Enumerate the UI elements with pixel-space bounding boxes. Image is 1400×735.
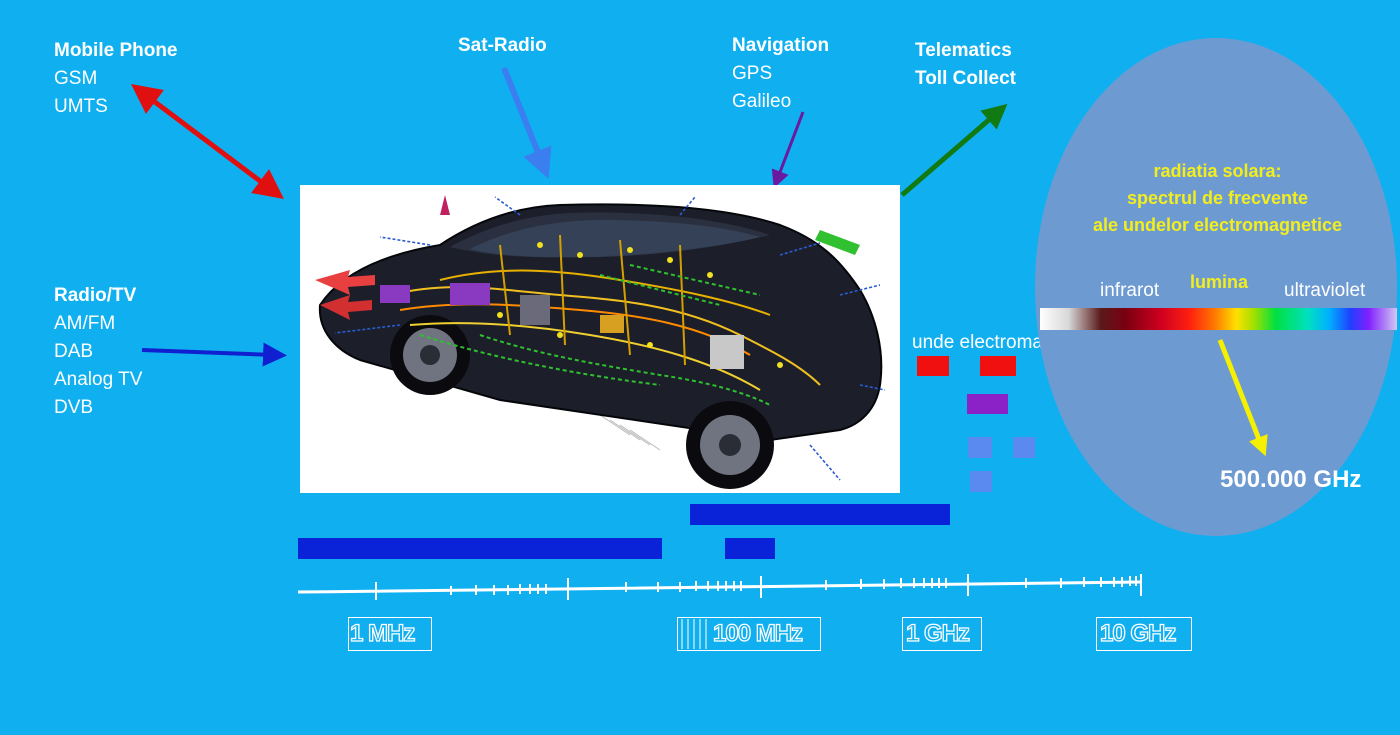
tick-label-1mhz: 1 MHz bbox=[348, 617, 432, 651]
tick-label-frame bbox=[902, 617, 982, 651]
band-square-blue-2 bbox=[1013, 437, 1035, 458]
tick-label-frame bbox=[677, 617, 821, 651]
car-cutaway-illustration bbox=[315, 195, 886, 489]
tick-label-1mhz-text: 1 MHz bbox=[349, 619, 416, 647]
tick-label-hatch bbox=[681, 619, 707, 649]
oval-title-line-3: ale undelor electromagnetice bbox=[1092, 215, 1343, 235]
tick-label-1ghz: 1 GHz bbox=[902, 617, 982, 651]
sat-radio-heading: Sat-Radio bbox=[458, 35, 547, 56]
analog-tv-text: Analog TV bbox=[54, 369, 143, 390]
gps-text: GPS bbox=[732, 63, 773, 84]
telematics-label: Telematics Toll Collect bbox=[915, 37, 1016, 93]
navigation-label: Navigation GPS Galileo bbox=[732, 32, 829, 116]
radio-tv-heading: Radio/TV bbox=[54, 285, 137, 306]
band-square-blue-1 bbox=[968, 437, 992, 458]
mobile-double-arrow-icon bbox=[131, 83, 284, 200]
umts-text: UMTS bbox=[54, 96, 108, 117]
solar-arrow-icon bbox=[1217, 339, 1268, 457]
am-fm-text: AM/FM bbox=[54, 313, 116, 334]
band-square-red-1 bbox=[917, 356, 949, 376]
band-square-red-2 bbox=[980, 356, 1016, 376]
tick-label-10ghz-text: 10 GHz bbox=[1099, 619, 1177, 647]
dvb-text: DVB bbox=[54, 397, 94, 418]
navigation-arrow-icon bbox=[771, 111, 805, 189]
mobile-phone-label: Mobile Phone GSM UMTS bbox=[54, 37, 178, 121]
band-square-purple bbox=[967, 394, 1008, 414]
solar-spectrum-oval bbox=[1035, 38, 1397, 536]
navigation-heading: Navigation bbox=[732, 35, 830, 56]
oval-title-line-2: spectrul de frecvente bbox=[1126, 188, 1309, 208]
tick-label-10ghz: 10 GHz bbox=[1096, 617, 1192, 651]
sat-radio-arrow-icon bbox=[501, 66, 552, 179]
visible-spectrum-bar bbox=[1040, 308, 1397, 330]
telematics-heading: Telematics bbox=[915, 40, 1012, 61]
gsm-text: GSM bbox=[54, 68, 98, 89]
galileo-text: Galileo bbox=[732, 91, 792, 112]
oval-title-line-1: radiatia solara: bbox=[1153, 161, 1282, 181]
radio-tv-label: Radio/TV AM/FM DAB Analog TV DVB bbox=[54, 282, 142, 422]
band-square-blue-3 bbox=[970, 471, 992, 492]
car-illustration-panel bbox=[300, 185, 900, 493]
tick-label-frame bbox=[1096, 617, 1192, 651]
mobile-phone-heading: Mobile Phone bbox=[54, 40, 178, 61]
ultraviolet-label: ultraviolet bbox=[1284, 280, 1366, 301]
solar-frequency-label: 500.000 GHz bbox=[1220, 466, 1362, 493]
tick-label-100mhz-text: 100 MHz bbox=[712, 619, 803, 647]
solar-spectrum-title: radiatia solara: spectrul de frecvente a… bbox=[1040, 158, 1395, 239]
band-bar-radio-am bbox=[298, 538, 662, 559]
tick-label-100mhz: 100 MHz bbox=[677, 617, 821, 651]
frequency-axis bbox=[297, 574, 1142, 600]
band-bar-upper-left bbox=[690, 504, 725, 525]
dab-text: DAB bbox=[54, 341, 94, 362]
tick-label-1ghz-text: 1 GHz bbox=[905, 619, 970, 647]
telematics-arrow-icon bbox=[900, 103, 1008, 197]
band-bar-upper-main bbox=[725, 504, 950, 525]
visible-light-label: lumina bbox=[1190, 272, 1249, 292]
sat-radio-label: Sat-Radio bbox=[458, 32, 547, 60]
infrared-label: infrarot bbox=[1100, 280, 1160, 301]
toll-collect-heading: Toll Collect bbox=[915, 68, 1016, 89]
tick-label-frame bbox=[348, 617, 432, 651]
band-bar-fm bbox=[725, 538, 775, 559]
radio-arrow-icon bbox=[141, 342, 287, 367]
